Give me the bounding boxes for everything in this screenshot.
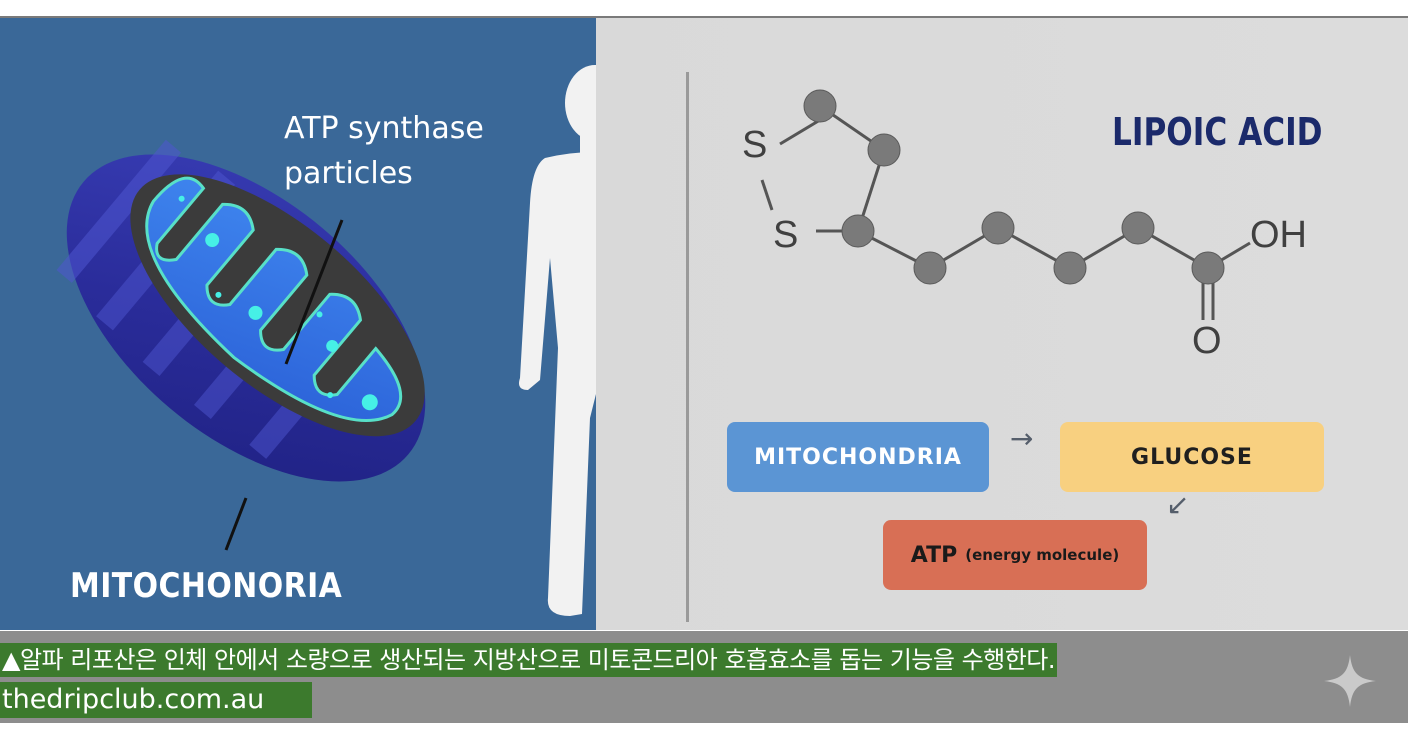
- carbon-atom: [803, 89, 837, 123]
- mitochondrion-illustration: [56, 65, 596, 616]
- glucose-box: GLUCOSE: [1060, 422, 1324, 492]
- human-silhouette: [519, 65, 596, 616]
- vertical-divider: [686, 72, 689, 622]
- carbon-atom: [913, 251, 947, 285]
- mitochondria-box: MITOCHONDRIA: [727, 422, 989, 492]
- lipoic-acid-title: LIPOIC ACID: [1112, 110, 1323, 154]
- left-panel: ATP synthase particles MITOCHONORIA: [0, 18, 596, 630]
- caption-bar: ▲알파 리포산은 인체 안에서 소량으로 생산되는 지방산으로 미토콘드리아 호…: [0, 631, 1408, 723]
- sulfur-atom-label: S: [742, 124, 768, 166]
- illustration: ATP synthase particles MITOCHONORIA: [0, 18, 1408, 630]
- lipoic-acid-molecule: [760, 89, 1251, 320]
- arrow-right-icon: →: [1010, 422, 1034, 455]
- source-link[interactable]: thedripclub.com.au: [0, 682, 312, 718]
- mitochondria-label: MITOCHONORIA: [70, 566, 343, 606]
- sulfur-atom-label: S: [773, 214, 799, 256]
- sparkle-icon: [1324, 655, 1376, 707]
- carbon-atom: [867, 133, 901, 167]
- hydroxyl-label: OH: [1250, 214, 1307, 256]
- carbon-atom: [841, 214, 875, 248]
- top-rule: [0, 16, 1408, 18]
- mito-pointer-line: [224, 497, 248, 551]
- atp-box-title: ATP: [910, 542, 958, 568]
- atp-synthase-label: ATP synthase particles: [284, 111, 484, 191]
- carbon-atom: [981, 211, 1015, 245]
- atp-pointer-line: [284, 219, 344, 365]
- atp-box-note: (energy molecule): [965, 546, 1120, 564]
- carbon-atom: [1191, 251, 1225, 285]
- carbon-atom: [1053, 251, 1087, 285]
- atp-box: ATP (energy molecule): [883, 520, 1147, 590]
- caption-text: ▲알파 리포산은 인체 안에서 소량으로 생산되는 지방산으로 미토콘드리아 호…: [0, 643, 1058, 677]
- arrow-down-left-icon: ↙: [1166, 488, 1190, 521]
- carbon-atom: [1121, 211, 1155, 245]
- oxygen-label: O: [1192, 320, 1222, 362]
